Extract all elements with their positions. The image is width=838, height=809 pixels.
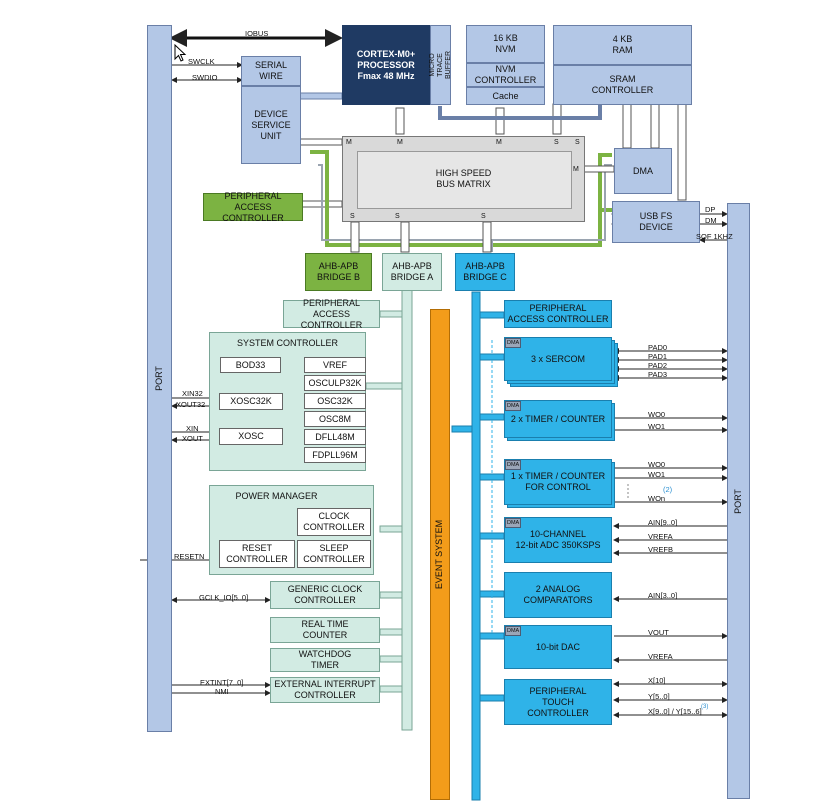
dp-label: DP (705, 205, 716, 214)
tcc-note-label: (2) (663, 485, 673, 494)
adc-12bit: 10-CHANNEL 12-bit ADC 350KSPS (504, 517, 612, 563)
serial-wire: SERIAL WIRE (241, 56, 301, 86)
matrix-port-s4: S (395, 213, 400, 220)
tc-wo1-label: WO1 (648, 422, 666, 431)
tcc-wo0-label: WO0 (648, 460, 666, 469)
real-time-counter: REAL TIME COUNTER (270, 617, 380, 643)
usb-fs-device: USB FS DEVICE (612, 201, 700, 243)
watchdog-timer: WATCHDOG TIMER (270, 648, 380, 672)
tc-wo0-label: WO0 (648, 410, 666, 419)
micro-trace-buffer: MICRO TRACE BUFFER (429, 25, 452, 105)
osc8m: OSC8M (304, 411, 366, 427)
xosc: XOSC (219, 428, 283, 445)
ahb-apb-bridge-b: AHB-APB BRIDGE B (305, 253, 372, 291)
external-interrupt-controller: EXTERNAL INTERRUPT CONTROLLER (270, 677, 380, 703)
left-port-label: PORT (154, 366, 164, 391)
device-service-unit: DEVICE SERVICE UNIT (241, 86, 301, 164)
clock-controller: CLOCK CONTROLLER (297, 508, 371, 536)
nvm-controller: NVM CONTROLLER (466, 63, 545, 87)
extint-label: EXTINT[7..0] (200, 678, 244, 687)
right-port-label: PORT (733, 488, 743, 514)
high-speed-bus-matrix: HIGH SPEED BUS MATRIX (342, 136, 585, 222)
sercom-3x: 3 x SERCOM (504, 337, 612, 381)
tc-dma-tag: DMA (505, 401, 522, 411)
adc-vrefb-label: VREFB (648, 545, 674, 554)
timer-counter-2x: 2 x TIMER / COUNTER (504, 400, 612, 438)
dfll48m: DFLL48M (304, 429, 366, 445)
sram-controller: SRAM CONTROLLER (553, 65, 692, 105)
adc-dma-tag: DMA (505, 518, 522, 528)
matrix-port-s3: S (350, 213, 355, 220)
matrix-port-m1: M (346, 139, 352, 146)
swclk-label: SWCLK (188, 57, 215, 66)
matrix-port-m2: M (397, 139, 403, 146)
xosc32k: XOSC32K (219, 393, 283, 410)
pad1-label: PAD1 (648, 352, 668, 361)
ahb-apb-bridge-a: AHB-APB BRIDGE A (382, 253, 442, 291)
pad0-label: PAD0 (648, 343, 668, 352)
bod33: BOD33 (220, 357, 281, 373)
matrix-port-s2: S (575, 139, 580, 146)
ac-ain-label: AIN[3..0] (648, 591, 678, 600)
xout32-label: XOUT32 (176, 400, 206, 409)
nvm-memory: 16 KB NVM (466, 25, 545, 63)
bridge-a-bus (401, 289, 413, 731)
xout-label: XOUT (182, 434, 203, 443)
vref: VREF (304, 357, 366, 373)
mouse-cursor-icon (174, 44, 187, 62)
osc32k: OSC32K (304, 393, 366, 409)
swdio-label: SWDIO (192, 73, 218, 82)
resetn-label: RESETN (174, 552, 205, 561)
sleep-controller: SLEEP CONTROLLER (297, 540, 371, 568)
ptc-y-label: Y[5..0] (648, 692, 670, 701)
left-port: PORT (147, 25, 172, 732)
gclk-io-label: GCLK_IO[5..0] (199, 593, 249, 602)
sercom-dma-tag: DMA (505, 338, 522, 348)
timer-counter-for-control: 1 x TIMER / COUNTER FOR CONTROL (504, 459, 612, 505)
iobus-label: IOBUS (245, 29, 269, 38)
nmi-label: NMI (215, 687, 229, 696)
peripheral-access-controller-top: PERIPHERAL ACCESS CONTROLLER (203, 191, 303, 223)
ptc-x-label: X[10] (648, 676, 666, 685)
bridge-c-bus (471, 291, 481, 801)
sof-label: SOF 1KHZ (696, 232, 733, 241)
peripheral-touch-controller: PERIPHERAL TOUCH CONTROLLER (504, 679, 612, 725)
ptc-note-label: (3) (701, 704, 709, 710)
pad2-label: PAD2 (648, 361, 668, 370)
analog-comparators: 2 ANALOG COMPARATORS (504, 572, 612, 618)
matrix-port-s5: S (481, 213, 486, 220)
ptc-xy-label: X[9..0] / Y[15..6] (648, 707, 702, 716)
adc-ain-label: AIN[9..0] (648, 518, 678, 527)
matrix-port-m4: M (573, 166, 579, 173)
matrix-port-m3: M (496, 139, 502, 146)
reset-controller: RESET CONTROLLER (219, 540, 295, 568)
osculp32k: OSCULP32K (304, 375, 366, 391)
ahb-apb-bridge-c: AHB-APB BRIDGE C (455, 253, 515, 291)
event-system: EVENT SYSTEM (430, 309, 450, 800)
adc-vrefa-label: VREFA (648, 532, 673, 541)
cortex-m0-processor: CORTEX-M0+ PROCESSOR Fmax 48 MHz (342, 25, 430, 105)
dac-10bit: 10-bit DAC (504, 625, 612, 669)
dm-label: DM (705, 216, 717, 225)
pad3-label: PAD3 (648, 370, 668, 379)
fdpll96m: FDPLL96M (304, 447, 366, 463)
tcc-dma-tag: DMA (505, 460, 522, 470)
dac-dma-tag: DMA (505, 626, 522, 636)
nvm-cache: Cache (466, 87, 545, 105)
xin-label: XIN (186, 424, 199, 433)
dma-controller: DMA (614, 148, 672, 194)
tcc-wo1-label: WO1 (648, 470, 666, 479)
dac-vout-label: VOUT (648, 628, 669, 637)
tcc-won-label: WOn (648, 494, 666, 503)
peripheral-access-controller-a: PERIPHERAL ACCESS CONTROLLER (283, 298, 380, 330)
dac-vrefa-label: VREFA (648, 652, 673, 661)
ram-memory: 4 KB RAM (553, 25, 692, 65)
peripheral-access-controller-c: PERIPHERAL ACCESS CONTROLLER (504, 300, 612, 328)
matrix-port-s1: S (554, 139, 559, 146)
xin32-label: XIN32 (182, 389, 203, 398)
generic-clock-controller: GENERIC CLOCK CONTROLLER (270, 581, 380, 609)
right-port: PORT (727, 203, 750, 799)
